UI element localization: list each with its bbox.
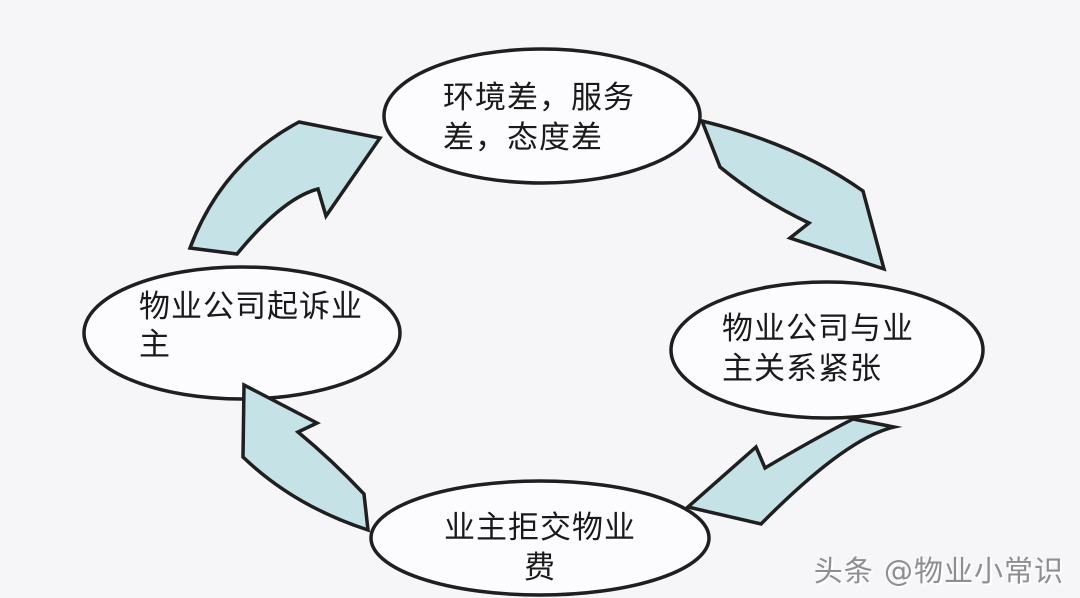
node-ellipse-left [82,265,402,401]
node-label-left: 物业公司起诉业 主 [139,289,363,363]
node-label-bottom: 业主拒交物业 费 [444,510,636,586]
node-ellipse-right [669,280,985,420]
arrow-bottom-to-left [241,382,371,533]
arrow-top-to-right [699,118,887,272]
node-ellipse-bottom [369,479,711,597]
arrow-left-to-top [187,120,383,256]
node-label-top: 环境差，服务 差，态度差 [443,80,635,156]
arrow-right-to-bottom [684,417,903,526]
node-ellipse-top [382,47,702,185]
node-label-right: 物业公司与业 主关系紧张 [722,311,914,387]
watermark: 头条 @物业小常识 [813,554,1064,588]
